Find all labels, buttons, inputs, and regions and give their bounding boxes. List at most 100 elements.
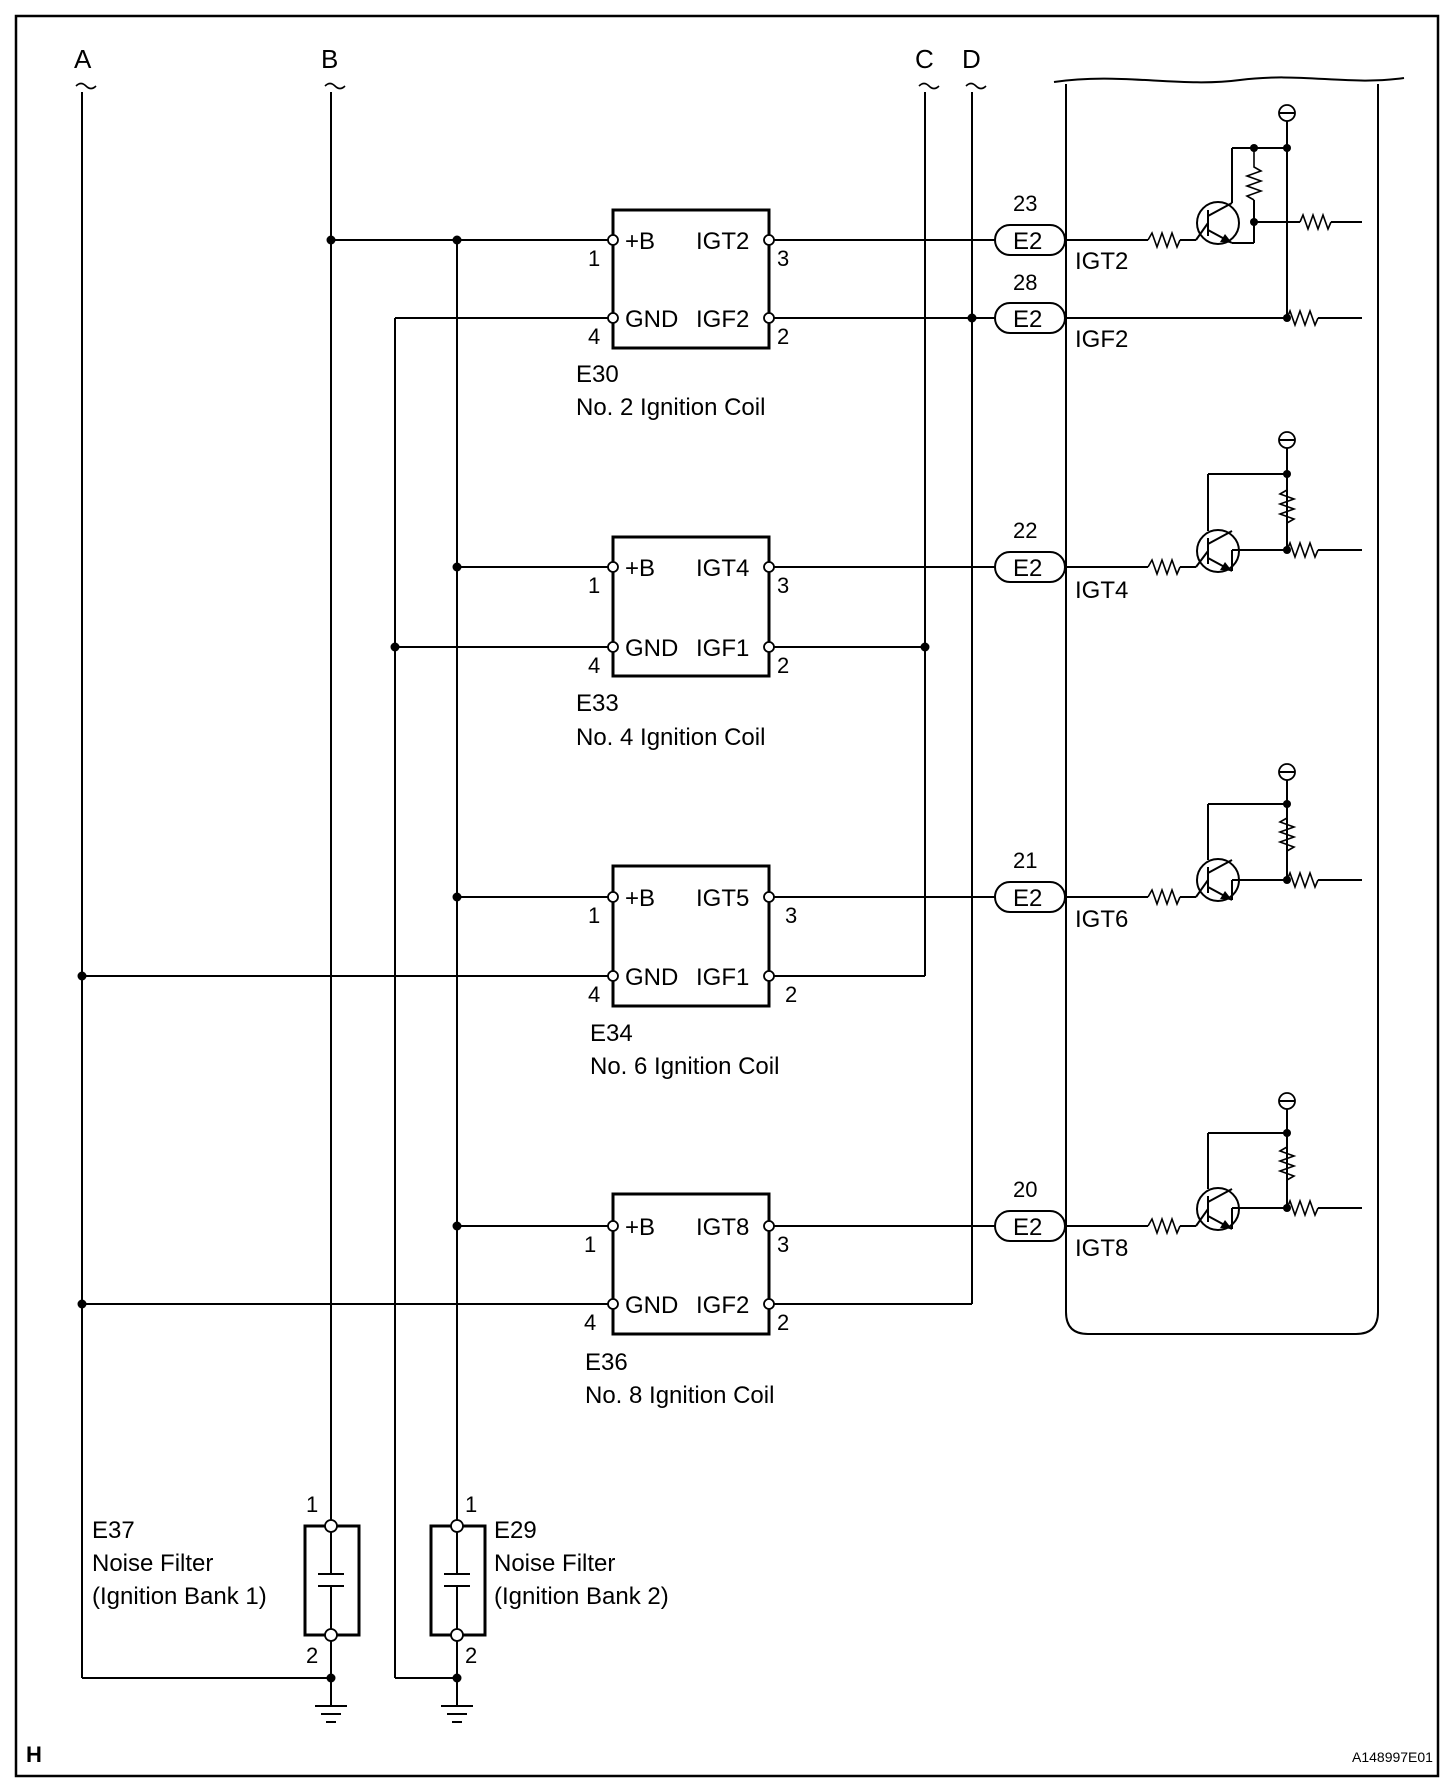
ecm-pin-number: 20 [1013, 1177, 1037, 1202]
ecm-connector: E2 20 IGT8 [994, 1177, 1128, 1262]
junction-dot [77, 1299, 87, 1309]
junction-dot [77, 971, 87, 981]
ecm-pin-number: 28 [1013, 270, 1037, 295]
figure-code: A148997E01 [1352, 1749, 1433, 1765]
noise-filter-e29 [429, 1519, 487, 1642]
pin-circle [607, 1298, 619, 1310]
coil-e30-box [611, 208, 771, 350]
filter-name: Noise Filter [494, 1550, 615, 1577]
coil-name: No. 6 Ignition Coil [590, 1053, 779, 1080]
bus-a-label: A [74, 44, 92, 74]
ecm-break-line [1053, 76, 1405, 84]
ecm-signal-label: IGF2 [1075, 326, 1128, 353]
coil-e36-box [611, 1192, 771, 1336]
coil-id: E30 [576, 361, 619, 388]
coil-e34-box [611, 864, 771, 1008]
filter-name: Noise Filter [92, 1550, 213, 1577]
coil-pin-igt: IGT4 [696, 555, 749, 582]
ground-symbol [315, 1705, 347, 1723]
coil-pin-igt: IGT2 [696, 228, 749, 255]
coil-pin-b: +B [625, 885, 655, 912]
ecm-transistor-circuit-1 [1065, 104, 1362, 328]
ground-symbol [441, 1705, 473, 1723]
filter-pin-2: 2 [465, 1643, 477, 1668]
coil-pin-gnd: GND [625, 306, 678, 333]
coil-name: No. 8 Ignition Coil [585, 1382, 774, 1409]
coil-pin-igt: IGT8 [696, 1214, 749, 1241]
filter-sub: (Ignition Bank 1) [92, 1583, 267, 1610]
coil-pin-num-1: 1 [588, 903, 600, 928]
ecm-transistor-circuit-3 [1065, 763, 1362, 907]
coil-pin-igf: IGF2 [696, 306, 749, 333]
pin-circle [763, 312, 775, 324]
bus-b-break [324, 82, 346, 90]
coil-pin-num-3: 3 [777, 1232, 789, 1257]
filter-id: E29 [494, 1517, 537, 1544]
ecm-pin-number: 23 [1013, 191, 1037, 216]
pin-circle [607, 1220, 619, 1232]
ecm-connector: E2 21 IGT6 [994, 848, 1128, 933]
pin-circle [763, 970, 775, 982]
ecm-connector-code: E2 [1013, 555, 1042, 582]
coil-pin-num-2: 2 [777, 653, 789, 678]
coil-pin-b: +B [625, 228, 655, 255]
coil-name: No. 2 Ignition Coil [576, 394, 765, 421]
bus-d-label: D [962, 44, 981, 74]
coil-pin-gnd: GND [625, 964, 678, 991]
ecm-outline [1065, 84, 1379, 1335]
bus-d-break [965, 82, 987, 90]
pin-circle [763, 1298, 775, 1310]
junction-dot [452, 235, 462, 245]
coil-pin-num-1: 1 [584, 1232, 596, 1257]
junction-dot [452, 892, 462, 902]
ecm-signal-label: IGT6 [1075, 906, 1128, 933]
junction-dot [326, 235, 336, 245]
junction-dot [452, 562, 462, 572]
bus-b-label: B [321, 44, 338, 74]
coil-pin-num-2: 2 [785, 982, 797, 1007]
ecm-connector-code: E2 [1013, 306, 1042, 333]
filter-id: E37 [92, 1517, 135, 1544]
pin-circle [763, 891, 775, 903]
coil-pin-gnd: GND [625, 635, 678, 662]
junction-dot [326, 1673, 336, 1683]
bus-c-label: C [915, 44, 934, 74]
filter-pin-1: 1 [306, 1492, 318, 1517]
noise-filter-e37 [303, 1519, 361, 1642]
outer-frame [14, 14, 1440, 1778]
ecm-connector: E2 23 IGT2 [994, 191, 1128, 275]
pin-circle [763, 561, 775, 573]
coil-pin-num-4: 4 [584, 1310, 596, 1335]
junction-dot [452, 1673, 462, 1683]
coil-pin-num-3: 3 [785, 903, 797, 928]
ecm-connector-code: E2 [1013, 885, 1042, 912]
coil-pin-num-2: 2 [777, 1310, 789, 1335]
coil-pin-num-3: 3 [777, 246, 789, 271]
junction-dot [967, 313, 977, 323]
bus-c-break [918, 82, 940, 90]
junction-dot [452, 1221, 462, 1231]
coil-pin-num-4: 4 [588, 324, 600, 349]
ecm-signal-label: IGT8 [1075, 1235, 1128, 1262]
coil-pin-igt: IGT5 [696, 885, 749, 912]
coil-pin-igf: IGF1 [696, 635, 749, 662]
coil-pin-num-4: 4 [588, 653, 600, 678]
pin-circle [607, 970, 619, 982]
coil-pin-num-1: 1 [588, 246, 600, 271]
ecm-connector: E2 28 IGF2 [994, 270, 1128, 353]
ecm-connector: E2 22 IGT4 [994, 518, 1128, 604]
ecm-pin-number: 22 [1013, 518, 1037, 543]
ecm-transistor-circuit-2 [1065, 431, 1362, 577]
ecm-pin-number: 21 [1013, 848, 1037, 873]
filter-sub: (Ignition Bank 2) [494, 1583, 669, 1610]
pin-circle [763, 1220, 775, 1232]
coil-id: E36 [585, 1349, 628, 1376]
coil-pin-num-3: 3 [777, 573, 789, 598]
corner-label: H [26, 1742, 42, 1767]
coil-pin-num-1: 1 [588, 573, 600, 598]
filter-pin-2: 2 [306, 1643, 318, 1668]
coil-id: E33 [576, 690, 619, 717]
coil-id: E34 [590, 1020, 633, 1047]
junction-dot [390, 642, 400, 652]
